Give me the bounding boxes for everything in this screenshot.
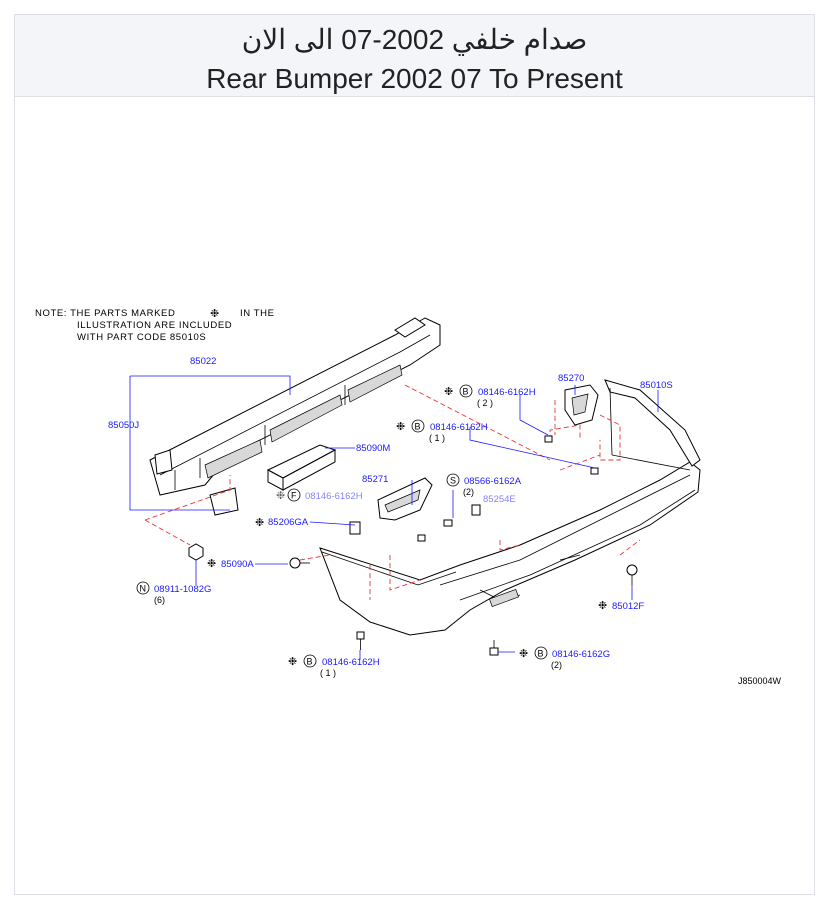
bracket-85206ga-icon (349, 521, 361, 535)
badge-n-icon (136, 581, 150, 595)
label-08146-top[interactable]: 08146-6162H (478, 387, 536, 398)
asterisk-icon: ❉ (255, 517, 265, 529)
badge-f-label: F (291, 491, 297, 501)
fasteners-drawing (188, 435, 638, 656)
label-08146-bottom[interactable]: 08146-6162H (322, 657, 380, 668)
label-85270[interactable]: 85270 (558, 373, 584, 384)
page-frame: صدام خلفي 2002-07 الى الان Rear Bumper 2… (14, 14, 815, 895)
note-line-1b: IN THE (240, 308, 275, 319)
label-85090A[interactable]: 85090A (221, 559, 254, 570)
badge-b-icon (411, 419, 425, 433)
qty-08911: (6) (154, 595, 165, 605)
bolt-mid-icon (590, 467, 599, 475)
note-line-2: ILLUSTRATION ARE INCLUDED (77, 320, 232, 331)
badge-b-label: B (307, 657, 313, 667)
bumper-fascia-drawing (319, 379, 701, 636)
qty-08146-top: ( 2 ) (477, 398, 493, 408)
qty-08146-g: (2) (551, 660, 562, 670)
bolt-g-icon (489, 647, 499, 656)
label-85022[interactable]: 85022 (190, 356, 216, 367)
note-block: NOTE: THE PARTS MARKED ❉ IN THE ILLUSTRA… (35, 308, 275, 343)
badge-b-label: B (463, 387, 469, 397)
badge-s-icon (446, 473, 460, 487)
title-english: Rear Bumper 2002 07 To Present (206, 63, 623, 94)
label-08566[interactable]: 08566-6162A (464, 476, 522, 487)
label-85206GA[interactable]: 85206GA (268, 517, 309, 528)
badge-s-label: S (450, 476, 456, 486)
qty-08146-mid: ( 1 ) (429, 433, 445, 443)
asterisk-icon: ❉ (288, 656, 298, 668)
part-labels: 85022 85050J 85090M 85271 85270 85010S ❉… (108, 356, 782, 686)
label-08146-mid[interactable]: 08146-6162H (430, 422, 488, 433)
badge-b-label: B (415, 422, 421, 432)
badge-n-label: N (140, 584, 147, 594)
label-08911[interactable]: 08911-1082G (154, 584, 211, 595)
bolt-top-icon (544, 435, 553, 443)
note-line-1a: NOTE: THE PARTS MARKED (35, 308, 175, 319)
screw-08566-icon (443, 519, 453, 527)
clip-85012f-icon (626, 564, 638, 576)
badge-f-icon (287, 488, 301, 502)
label-obscured-left[interactable]: 08146-6162H (305, 491, 363, 502)
absorber-drawing (266, 444, 337, 491)
label-85012F[interactable]: 85012F (612, 601, 644, 612)
badge-b-label: B (538, 649, 544, 659)
qty-08566: (2) (463, 487, 474, 497)
reinforcement-beam-drawing (149, 317, 441, 516)
page-header: صدام خلفي 2002-07 الى الان Rear Bumper 2… (15, 15, 814, 97)
badge-b-icon (534, 646, 548, 660)
asterisk-icon: ❉ (207, 558, 217, 570)
qty-08146-bottom: ( 1 ) (320, 668, 336, 678)
bracket-85270-drawing (564, 384, 599, 426)
dashed-guide-lines (144, 384, 641, 600)
clip-85090a-icon (289, 557, 301, 569)
label-85254e-obscured[interactable]: 85254E (483, 494, 516, 505)
label-85010S[interactable]: 85010S (640, 380, 673, 391)
clip-85254e-icon (471, 504, 481, 516)
asterisk-icon: ❉ (444, 386, 454, 398)
label-85050J[interactable]: 85050J (108, 420, 139, 431)
badge-b-icon (303, 654, 317, 668)
diagram-code: J850004W (738, 676, 782, 686)
asterisk-icon: ❉ (598, 600, 608, 612)
badge-b-icon (459, 384, 473, 398)
label-85090M[interactable]: 85090M (356, 443, 390, 454)
bolt-bottom-icon (356, 631, 365, 640)
bracket-85271-drawing (377, 477, 433, 521)
leader-lines (129, 375, 659, 660)
bolt-85271-icon (417, 534, 426, 542)
note-asterisk-icon: ❉ (210, 308, 220, 320)
label-85271[interactable]: 85271 (362, 474, 388, 485)
note-line-3: WITH PART CODE 85010S (77, 332, 206, 343)
title-arabic: صدام خلفي 2002-07 الى الان (241, 24, 588, 55)
asterisk-icon: ❉ (519, 648, 529, 660)
nut-08911-icon (188, 543, 204, 561)
asterisk-icon: ❉ (396, 421, 406, 433)
asterisk-icon: ❉ (276, 490, 286, 502)
label-08146-g[interactable]: 08146-6162G (552, 649, 610, 660)
